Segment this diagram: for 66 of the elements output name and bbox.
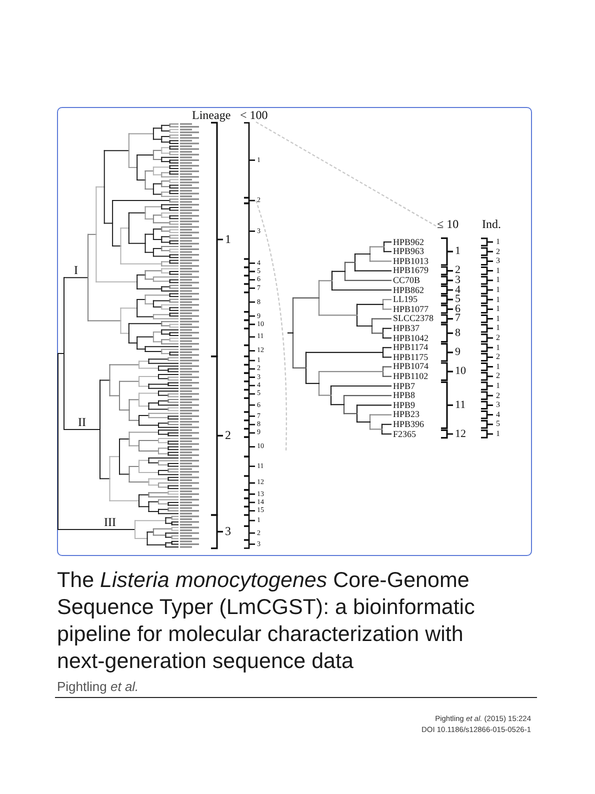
cluster-number: 12 — [455, 430, 466, 438]
strain-label: HPB396 — [393, 420, 424, 429]
strain-label: HPB962 — [393, 238, 424, 246]
isolate-number: 1 — [496, 238, 500, 246]
cluster-number: 7 — [455, 314, 460, 324]
strain-label: HPB1042 — [393, 334, 429, 342]
lineage-label: II — [78, 416, 86, 428]
strain-label: LL195 — [393, 295, 418, 304]
isolate-number: 1 — [496, 430, 500, 438]
column-heading: < 100 — [240, 110, 268, 120]
isolate-number: 1 — [496, 382, 500, 390]
isolate-number: 5 — [496, 420, 500, 428]
isolate-number: 3 — [496, 401, 500, 410]
isolate-number: 2 — [496, 372, 500, 380]
strain-label: HPB862 — [393, 286, 424, 294]
strain-label: HPB1102 — [393, 372, 428, 381]
strain-label: HPB1174 — [393, 343, 428, 352]
cluster-number: 9 — [455, 348, 460, 357]
lineage-number: 3 — [225, 526, 231, 538]
lineage-label: I — [74, 265, 78, 276]
lineage-number: 2 — [225, 430, 231, 442]
isolate-number: 2 — [496, 248, 500, 256]
strain-label: HPB963 — [393, 247, 424, 256]
article-title: The Listeria monocytogenes Core-Genome Sequence Typer (LmCGST): a bioinformatic pipeline for molecular characterization with next-generation sequence data — [57, 567, 476, 675]
strain-label: HPB8 — [393, 391, 416, 400]
cluster-number: 10 — [455, 367, 466, 376]
cluster-number: 11 — [455, 400, 466, 410]
strain-label: HPB23 — [393, 410, 420, 420]
strain-label: HPB1175 — [393, 352, 428, 362]
column-heading: Lineage — [192, 110, 231, 120]
cluster-number: 8 — [455, 328, 460, 338]
column-heading: Ind. — [482, 218, 501, 230]
isolate-number: 1 — [496, 362, 500, 371]
lineage-label: III — [104, 517, 116, 528]
strain-label: HPB9 — [393, 400, 416, 410]
isolate-number: 2 — [496, 334, 500, 342]
isolate-number: 1 — [496, 266, 500, 275]
lineage-number: 1 — [225, 234, 231, 245]
isolate-number: 1 — [496, 314, 500, 323]
isolate-number: 1 — [496, 296, 500, 304]
strain-label: SLCC2378 — [393, 314, 434, 324]
isolate-number: 3 — [496, 257, 500, 266]
strain-label: F2365 — [393, 430, 416, 438]
isolate-number: 1 — [496, 286, 500, 294]
author-line: Pightling et al. — [57, 678, 139, 694]
isolate-number: 2 — [496, 353, 500, 362]
strain-label: HPB1077 — [393, 304, 429, 314]
isolate-number: 1 — [496, 344, 500, 352]
strain-label: HPB37 — [393, 324, 420, 333]
isolate-number: 1 — [496, 276, 500, 284]
cluster-number: 6 — [455, 304, 460, 314]
strain-label: HPB1074 — [393, 362, 429, 372]
strain-label: HPB1013 — [393, 256, 429, 266]
isolate-number: 2 — [496, 392, 500, 400]
isolate-number: 4 — [496, 410, 500, 419]
isolate-number: 1 — [496, 305, 500, 314]
cluster-number: 2 — [455, 266, 460, 276]
strain-label: HPB7 — [393, 382, 416, 390]
column-heading: ≤ 10 — [437, 218, 459, 230]
cluster-number: 1 — [455, 247, 460, 256]
strain-label: CC70B — [393, 276, 420, 285]
cluster-number: 3 — [455, 276, 460, 285]
isolate-number: 1 — [496, 324, 500, 332]
cluster-number: 4 — [455, 286, 460, 294]
cluster-number: 5 — [455, 295, 460, 304]
strain-label: HPB1679 — [393, 266, 429, 276]
